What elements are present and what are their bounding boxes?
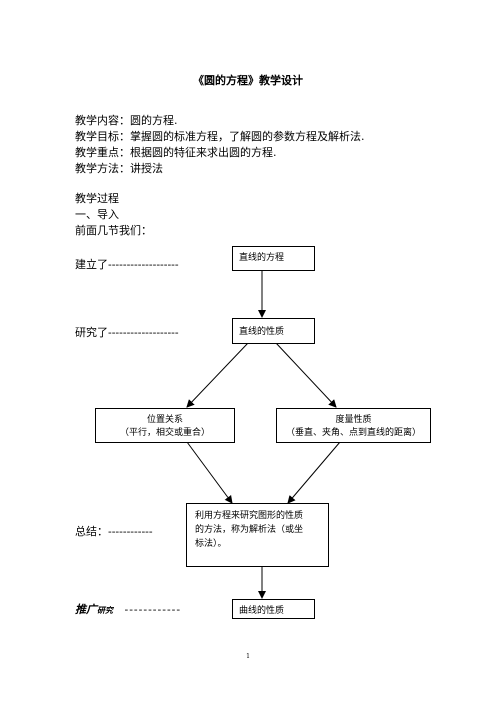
- analytic-method-line2: 的方法，称为解析法（或坐: [195, 525, 304, 535]
- arrow-property-to-position: [186, 342, 249, 408]
- arrow-metric-to-method: [287, 441, 341, 504]
- box-line-equation-text: 直线的方程: [239, 253, 285, 263]
- box-curve-property: 曲线的性质: [232, 599, 315, 619]
- analytic-method-line3: 标法）。: [195, 539, 227, 549]
- extend-label: 推广研究 ------------: [75, 601, 181, 617]
- document-title: 《圆的方程》教学设计: [193, 74, 303, 87]
- extend-label-dash: ------------: [124, 603, 182, 616]
- teaching-process-heading: 教学过程: [75, 192, 119, 205]
- teaching-method: 教学方法：讲授法: [75, 162, 163, 175]
- extend-label-rest: 研究: [97, 605, 113, 615]
- box-curve-property-text: 曲线的性质: [239, 606, 285, 616]
- position-relation-sub: （平行，相交或重合）: [119, 428, 210, 438]
- intro-heading: 一、导入: [75, 208, 119, 221]
- analytic-method-line1: 利用方程来研究图形的性质: [195, 511, 304, 521]
- box-line-equation: 直线的方程: [232, 246, 315, 271]
- box-line-property-text: 直线的性质: [239, 327, 285, 337]
- teaching-content: 教学内容：圆的方程.: [75, 114, 178, 127]
- teaching-focus: 教学重点：根据圆的特征来求出圆的方程.: [75, 146, 277, 159]
- extend-label-bold: 推广: [75, 603, 97, 616]
- metric-property-sub: （垂直、夹角、点到直线的距离）: [285, 428, 421, 438]
- metric-property-title: 度量性质: [335, 415, 372, 425]
- box-line-property: 直线的性质: [232, 318, 315, 344]
- position-relation-title: 位置关系: [146, 415, 183, 425]
- studied-label: 研究了-------------------: [75, 326, 179, 339]
- arrow-position-to-method: [186, 441, 233, 504]
- summary-label: 总结：------------: [75, 525, 153, 538]
- box-metric-property: 度量性质 （垂直、夹角、点到直线的距离）: [276, 408, 431, 443]
- box-analytic-method: 利用方程来研究图形的性质 的方法，称为解析法（或坐 标法）。: [186, 503, 329, 567]
- established-label: 建立了-------------------: [75, 258, 179, 271]
- intro-text: 前面几节我们：: [75, 224, 152, 237]
- page-number: 1: [246, 653, 250, 660]
- teaching-goal: 教学目标：掌握圆的标准方程，了解圆的参数方程及解析法.: [75, 130, 365, 143]
- box-position-relation: 位置关系 （平行，相交或重合）: [95, 408, 235, 443]
- arrow-property-to-metric: [275, 342, 337, 408]
